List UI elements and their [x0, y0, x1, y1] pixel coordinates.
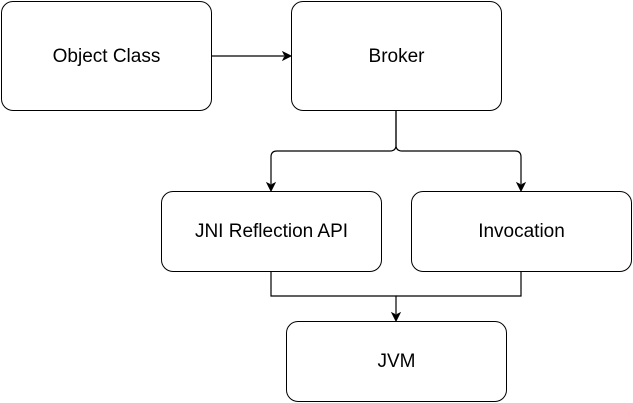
node-label-jni-reflection-api: JNI Reflection API [194, 221, 349, 242]
node-object-class[interactable]: Object Class [1, 1, 212, 111]
edge-invocation-to-jvm [396, 272, 522, 297]
arrowhead-into-invocation [515, 181, 527, 193]
edge-broker-to-jni-reflection-api [270, 111, 397, 184]
edge-broker-to-invocation [395, 111, 522, 184]
node-invocation[interactable]: Invocation [411, 191, 632, 272]
node-label-invocation: Invocation [478, 221, 565, 242]
node-jni-reflection-api[interactable]: JNI Reflection API [161, 191, 382, 272]
arrowhead-into-jvm [390, 311, 402, 323]
arrowhead-into-jni-reflection-api [265, 181, 277, 193]
node-jvm[interactable]: JVM [286, 321, 507, 402]
node-label-broker: Broker [368, 45, 425, 67]
edge-jni-reflection-api-to-jvm [270, 272, 397, 314]
node-label-jvm: JVM [377, 351, 416, 372]
node-label-object-class: Object Class [52, 45, 161, 67]
node-broker[interactable]: Broker [291, 1, 502, 111]
arrowhead-into-broker [281, 50, 293, 62]
